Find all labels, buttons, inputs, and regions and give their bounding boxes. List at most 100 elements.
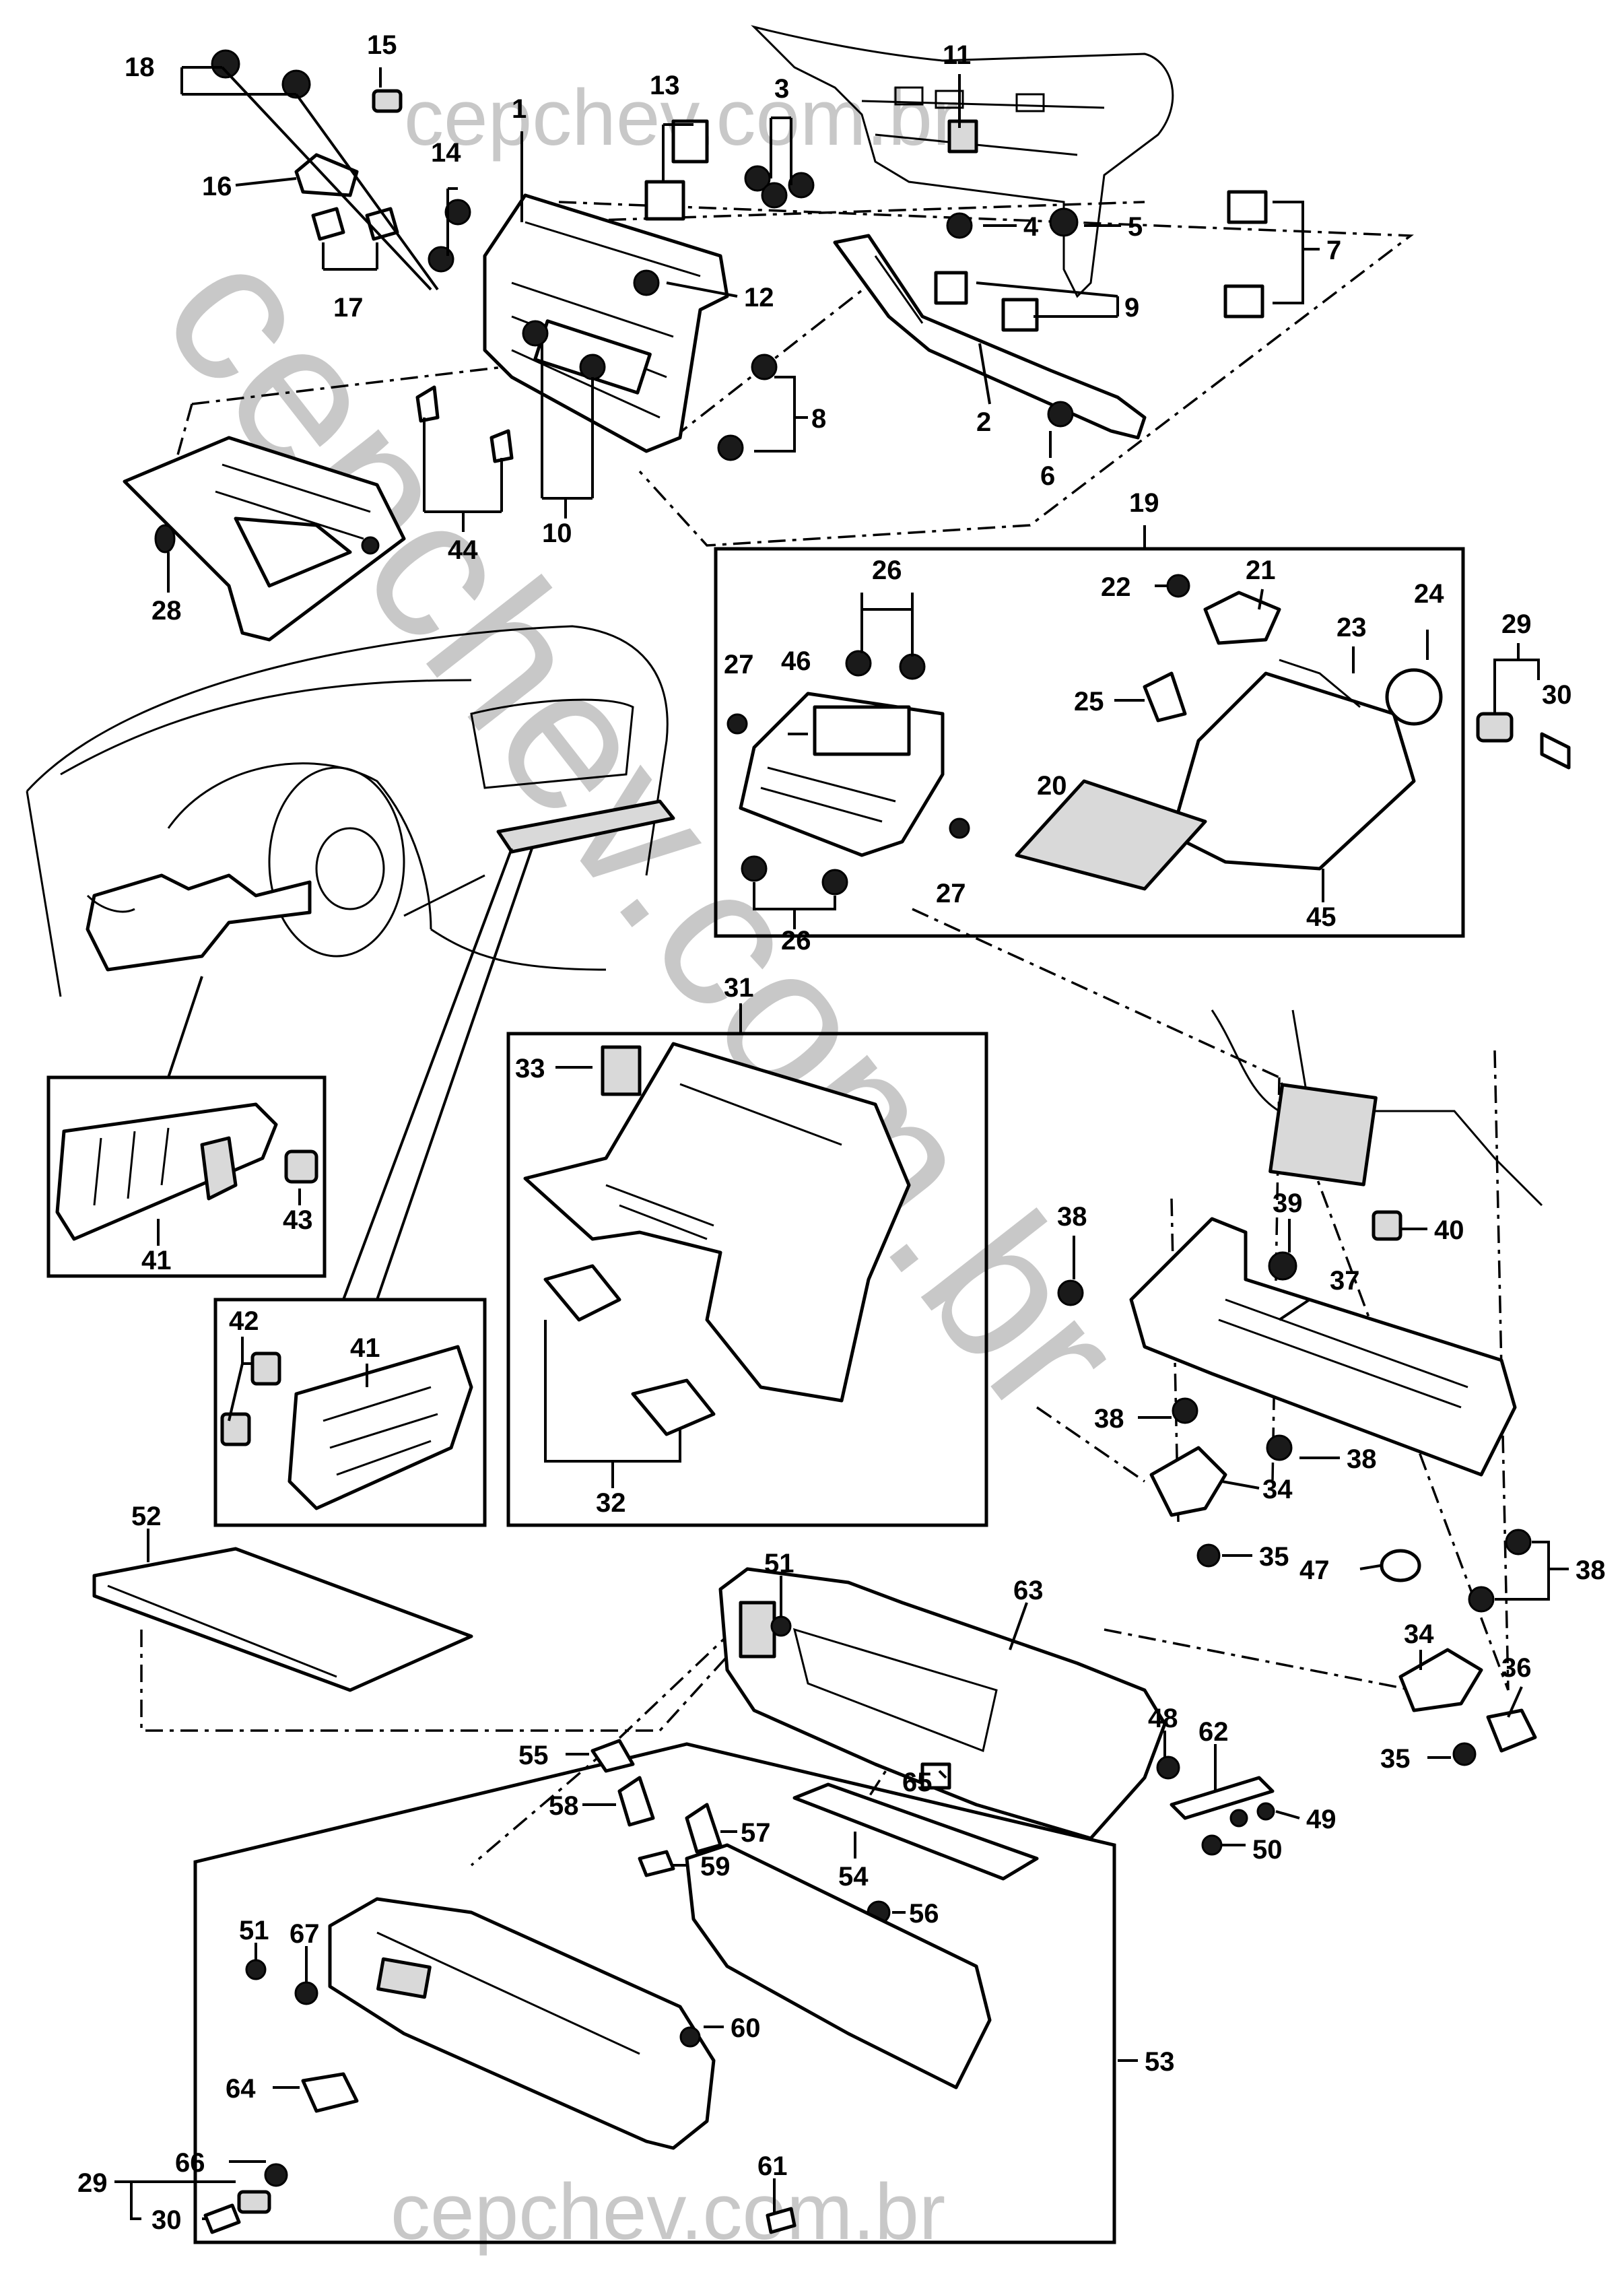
callout-37: 37 — [1330, 1266, 1360, 1296]
box41-bracket — [220, 1337, 473, 1510]
part-45-tray — [1170, 668, 1443, 871]
callout-44: 44 — [448, 535, 478, 565]
screw-26b-icon — [899, 653, 926, 680]
callout-labels: 18 15 1 13 3 11 14 16 17 4 5 7 12 9 8 2 … — [77, 30, 1606, 2235]
key-30a-icon — [1540, 732, 1571, 770]
rod-23-icon — [1279, 659, 1361, 708]
box41-switch-panel — [55, 1102, 318, 1246]
screw-51a-icon — [770, 1615, 792, 1637]
callout-20: 20 — [1037, 771, 1067, 801]
callout-42: 42 — [229, 1306, 259, 1336]
spring-59-icon — [638, 1850, 675, 1877]
part-2-support-bracket — [833, 234, 1147, 440]
lock-29b-icon — [237, 2190, 271, 2214]
clip-48-icon — [1156, 1755, 1180, 1780]
callout-41b: 41 — [350, 1333, 380, 1363]
part-28-lower-trim-panel — [123, 436, 406, 642]
clip-47-icon — [1380, 1549, 1421, 1582]
callout-10: 10 — [542, 519, 572, 548]
callout-38a: 38 — [1057, 1202, 1087, 1232]
nut-27a-icon — [726, 713, 748, 735]
callout-61: 61 — [757, 2151, 788, 2181]
callout-38d: 38 — [1576, 1556, 1606, 1585]
callout-52: 52 — [131, 1502, 162, 1531]
part-31-knee-bolster — [523, 1003, 911, 1488]
screw-14a-icon — [444, 199, 471, 226]
callout-30a: 30 — [1542, 680, 1572, 710]
switch-panel-outline — [86, 873, 312, 972]
callout-3: 3 — [774, 74, 789, 104]
clip-58-icon — [617, 1776, 655, 1827]
screw-12-icon — [633, 269, 660, 296]
lock-29a-icon — [1476, 712, 1514, 743]
callout-12: 12 — [744, 283, 774, 312]
rod-62-icon — [1170, 1776, 1275, 1820]
callout-15: 15 — [367, 30, 397, 60]
box-bracket-41 — [213, 1298, 487, 1527]
callout-26b: 26 — [781, 926, 811, 956]
nut-66-icon — [264, 2163, 288, 2187]
vent-grille — [1268, 1083, 1378, 1186]
callout-14: 14 — [431, 138, 461, 168]
part-1-instrument-panel-carrier — [483, 193, 729, 453]
right-middle-parts — [1057, 1009, 1569, 1766]
callout-63: 63 — [1013, 1576, 1044, 1605]
bracket-34a-icon — [1149, 1446, 1227, 1517]
nut-7b-icon — [1223, 284, 1264, 319]
screw-51b-icon — [245, 1959, 267, 1980]
screw-8a-icon — [751, 354, 778, 380]
pin-61-icon — [766, 2207, 797, 2234]
callout-30b: 30 — [151, 2205, 182, 2235]
callout-19: 19 — [1129, 488, 1159, 518]
clip-42b-icon — [220, 1412, 251, 1446]
bracket-34b-icon — [1398, 1648, 1483, 1712]
clip-25-icon — [1143, 671, 1187, 723]
callout-45: 45 — [1306, 902, 1337, 932]
callout-22: 22 — [1101, 572, 1131, 602]
callout-31: 31 — [724, 973, 754, 1003]
glovebox-opening-outline — [496, 799, 675, 854]
clip-9a-icon — [934, 271, 968, 305]
callout-33: 33 — [515, 1054, 545, 1083]
screw-3c-icon — [788, 172, 815, 199]
callout-51b: 51 — [239, 1916, 269, 1945]
callout-25: 25 — [1074, 687, 1104, 716]
screw-26d-icon — [821, 869, 848, 896]
screw-35a-icon — [1196, 1543, 1221, 1568]
clip-13b-icon — [644, 180, 685, 221]
callout-11: 11 — [943, 40, 971, 70]
bracket-11-icon — [947, 119, 978, 154]
callout-21: 21 — [1246, 556, 1276, 585]
screw-39-icon — [1268, 1251, 1297, 1281]
callout-50: 50 — [1252, 1835, 1283, 1865]
nut-27b-icon — [949, 817, 970, 839]
clip-43-icon — [284, 1149, 318, 1184]
callout-29b: 29 — [77, 2168, 108, 2198]
box-knee-bolster-31 — [506, 1032, 988, 1527]
callout-16: 16 — [202, 172, 232, 201]
callout-41a: 41 — [141, 1246, 172, 1275]
callout-2: 2 — [976, 407, 991, 437]
clip-33-icon — [601, 1045, 642, 1096]
callout-17: 17 — [333, 293, 364, 323]
callout-43: 43 — [283, 1205, 313, 1235]
callout-60: 60 — [731, 2013, 761, 2043]
screw-26a-icon — [845, 650, 872, 677]
screw-18a-icon — [211, 49, 240, 79]
key-30b-icon — [203, 2203, 241, 2234]
bolt-5-icon — [1049, 207, 1079, 237]
screw-10a-icon — [522, 320, 549, 347]
callout-8: 8 — [811, 404, 826, 434]
callout-29a: 29 — [1501, 609, 1532, 639]
clip-55-icon — [590, 1739, 635, 1773]
screw-38c-icon — [1266, 1434, 1293, 1461]
screw-38d-icon — [1505, 1529, 1532, 1556]
screw-14b-icon — [428, 246, 454, 273]
housing-vent — [739, 1601, 776, 1659]
callout-40: 40 — [1434, 1215, 1464, 1245]
part-52-liner — [92, 1529, 473, 1692]
part-20-mat — [1015, 779, 1207, 891]
callout-55: 55 — [518, 1741, 549, 1770]
clip-13a-icon — [671, 119, 709, 164]
